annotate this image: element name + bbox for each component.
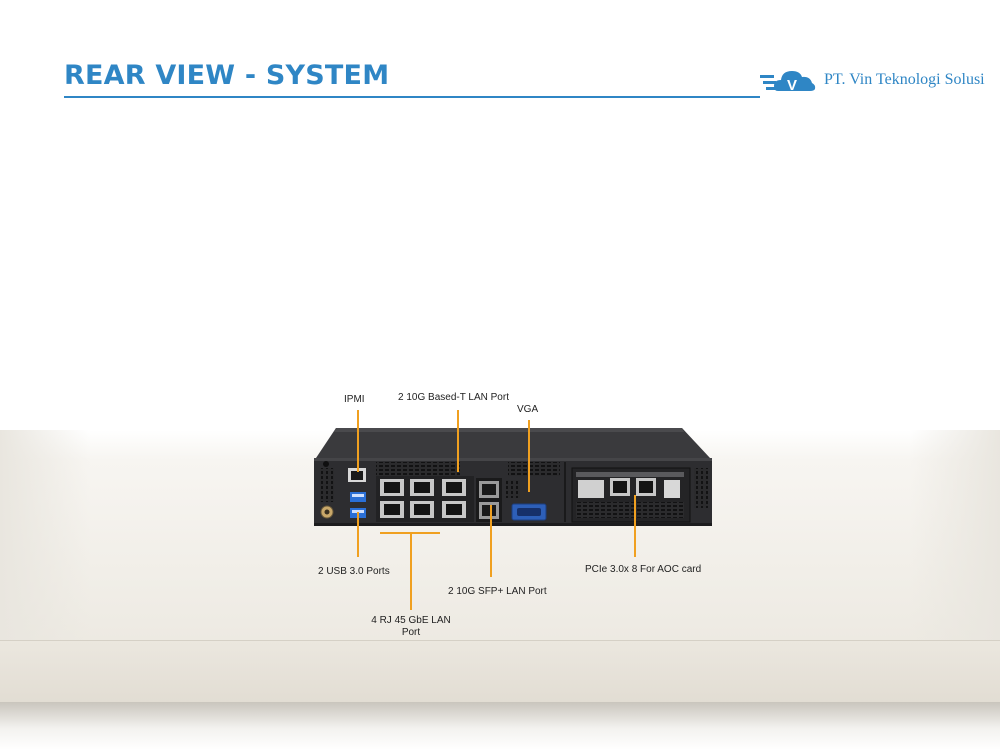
title-underline xyxy=(64,96,760,98)
brand-logo: V PT. Vin Teknologi Solusi xyxy=(760,62,985,98)
label-rj45-line1: 4 RJ 45 GbE LAN xyxy=(371,615,451,626)
shelf-front-face xyxy=(0,640,1000,703)
label-rj45-line2: Port xyxy=(401,627,421,638)
callout-line-rj45-v xyxy=(410,532,412,610)
label-ipmi: IPMI xyxy=(344,394,365,405)
label-sfp: 2 10G SFP+ LAN Port xyxy=(448,586,547,597)
rj45-port-grid xyxy=(380,479,466,518)
label-10g-base-t: 2 10G Based-T LAN Port xyxy=(398,392,509,403)
shelf-shadow-left xyxy=(0,430,90,640)
callout-line-vga xyxy=(528,420,530,492)
server-chassis-rear xyxy=(314,428,712,526)
cloud-v-logo-icon: V xyxy=(760,71,816,94)
label-vga: VGA xyxy=(517,404,539,415)
callout-line-10gt xyxy=(457,410,459,472)
label-pcie: PCIe 3.0x 8 For AOC card xyxy=(585,564,702,575)
callout-line-sfp xyxy=(490,505,492,577)
chassis-top-lid xyxy=(316,428,710,458)
page-title: REAR VIEW - SYSTEM xyxy=(64,60,390,91)
callout-line-usb xyxy=(357,512,359,557)
callout-line-pcie xyxy=(634,495,636,557)
shelf-bottom-shadow xyxy=(0,702,1000,750)
label-usb: 2 USB 3.0 Ports xyxy=(318,566,390,577)
callout-line-ipmi xyxy=(357,410,359,472)
brand-logo-letter: V xyxy=(787,77,797,94)
shelf-shadow-right xyxy=(910,430,1000,640)
label-rj45: 4 RJ 45 GbE LAN Port xyxy=(366,615,456,639)
brand-name: PT. Vin Teknologi Solusi xyxy=(824,71,985,88)
